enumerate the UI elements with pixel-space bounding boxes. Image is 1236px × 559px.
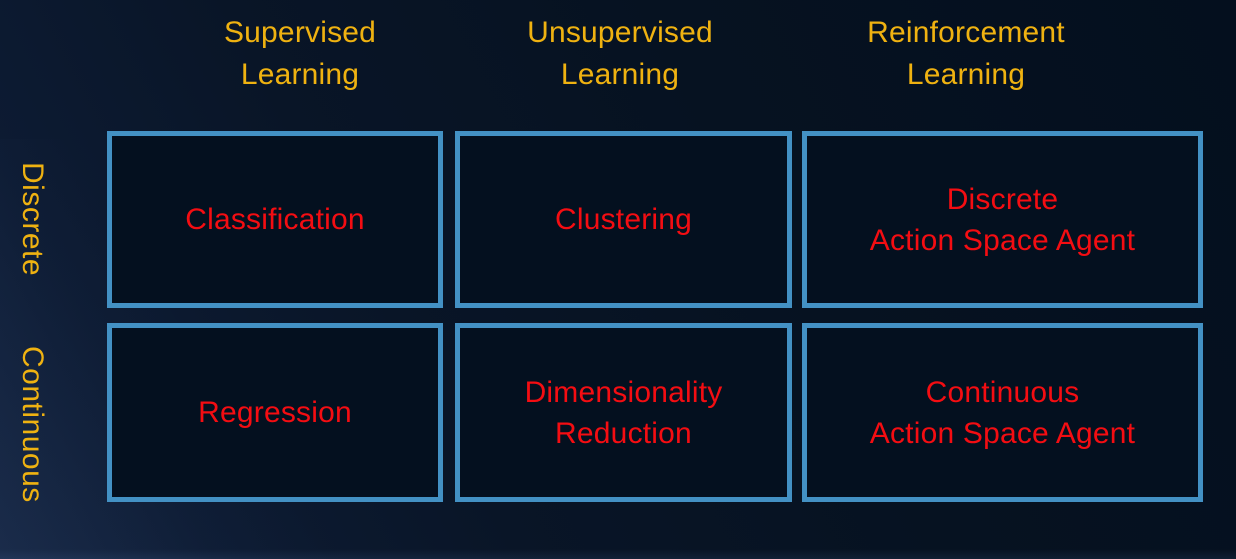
cell-discrete-action-space-agent: Discrete Action Space Agent [802,131,1203,308]
column-header-unsupervised-learning: Unsupervised Learning [527,16,713,91]
cell-continuous-action-space-agent: Continuous Action Space Agent [802,323,1203,502]
column-header-supervised-learning: Supervised Learning [223,16,377,91]
cell-classification: Classification [107,131,443,308]
column-header-reinforcement-learning: Reinforcement Learning [867,16,1065,91]
cell-clustering: Clustering [455,131,792,308]
background-bottom-glow [0,549,1236,559]
row-label-discrete: Discrete [16,162,49,277]
row-label-continuous: Continuous [16,345,49,503]
cell-regression: Regression [107,323,443,502]
cell-dimensionality-reduction: Dimensionality Reduction [455,323,792,502]
